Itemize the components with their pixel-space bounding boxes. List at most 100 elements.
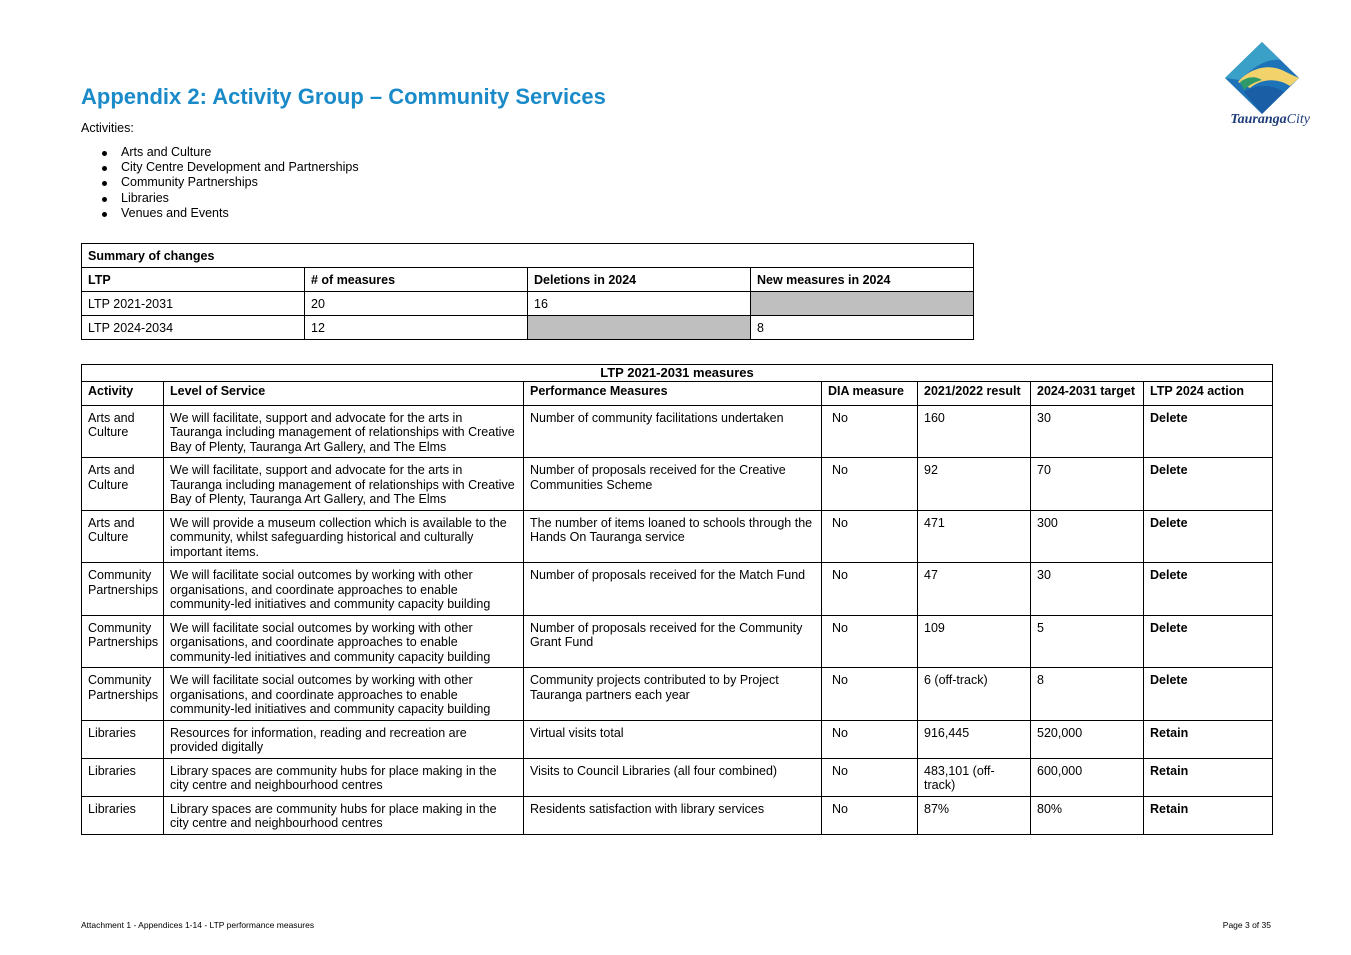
performance-measure-cell: Number of proposals received for the Mat… (523, 562, 822, 616)
column-header: Activity (81, 380, 164, 406)
column-header: Performance Measures (523, 380, 822, 406)
activity-cell: Community Partnerships (81, 562, 164, 616)
performance-measure-cell: Number of community facilitations undert… (523, 404, 822, 458)
list-item: Community Partnerships (100, 175, 359, 190)
action-cell: Delete (1143, 509, 1273, 563)
dia-measure-cell: No (821, 614, 918, 668)
result-cell: 109 (917, 614, 1031, 668)
summary-heading: Summary of changes (81, 243, 974, 268)
column-header: Deletions in 2024 (527, 267, 751, 292)
target-cell: 80% (1030, 795, 1144, 835)
column-header: 2024-2031 target (1030, 380, 1144, 406)
table-row: LTP 2021-2031 measures (81, 364, 1273, 382)
logo-wordmark: TaurangaCity (1230, 112, 1310, 127)
target-cell: 70 (1030, 457, 1144, 511)
action-cell: Delete (1143, 562, 1273, 616)
result-cell: 92 (917, 457, 1031, 511)
summary-table: Summary of changes LTP # of measures Del… (81, 243, 974, 340)
column-header: LTP 2024 action (1143, 380, 1273, 406)
dia-measure-cell: No (821, 795, 918, 835)
level-of-service-cell: We will facilitate social outcomes by wo… (163, 667, 524, 721)
result-cell: 483,101 (off-track) (917, 757, 1031, 797)
performance-measure-cell: Visits to Council Libraries (all four co… (523, 757, 822, 797)
action-cell: Retain (1143, 795, 1273, 835)
level-of-service-cell: We will facilitate social outcomes by wo… (163, 614, 524, 668)
measures-table: LTP 2021-2031 measures Activity Level of… (81, 364, 1273, 835)
result-cell: 471 (917, 509, 1031, 563)
dia-measure-cell: No (821, 457, 918, 511)
performance-measure-cell: Number of proposals received for the Cre… (523, 457, 822, 511)
level-of-service-cell: We will facilitate, support and advocate… (163, 457, 524, 511)
level-of-service-cell: Library spaces are community hubs for pl… (163, 795, 524, 835)
result-cell: 160 (917, 404, 1031, 458)
list-item: City Centre Development and Partnerships (100, 160, 359, 175)
activity-cell: Libraries (81, 795, 164, 835)
activity-cell: Arts and Culture (81, 404, 164, 458)
activity-cell: Libraries (81, 719, 164, 759)
action-cell: Delete (1143, 667, 1273, 721)
table-header-row: Activity Level of Service Performance Me… (81, 380, 1273, 406)
table-cell: 16 (527, 291, 751, 316)
page-title: Appendix 2: Activity Group – Community S… (81, 84, 606, 109)
performance-measure-cell: Community projects contributed to by Pro… (523, 667, 822, 721)
table-row: LTP 2024-2034 12 8 (81, 315, 974, 340)
target-cell: 520,000 (1030, 719, 1144, 759)
result-cell: 6 (off-track) (917, 667, 1031, 721)
level-of-service-cell: We will provide a museum collection whic… (163, 509, 524, 563)
action-cell: Delete (1143, 614, 1273, 668)
logo-diamond-icon (1225, 42, 1299, 114)
footer-attachment-label: Attachment 1 - Appendices 1-14 - LTP per… (81, 920, 315, 930)
shaded-cell (750, 291, 974, 316)
page-number: Page 3 of 35 (1222, 920, 1271, 930)
activity-cell: Community Partnerships (81, 667, 164, 721)
target-cell: 5 (1030, 614, 1144, 668)
result-cell: 87% (917, 795, 1031, 835)
activity-cell: Libraries (81, 757, 164, 797)
activities-label: Activities: (81, 121, 134, 135)
activity-list: Arts and Culture City Centre Development… (100, 145, 359, 221)
column-header: DIA measure (821, 380, 918, 406)
level-of-service-cell: Resources for information, reading and r… (163, 719, 524, 759)
measures-heading: LTP 2021-2031 measures (81, 364, 1273, 382)
target-cell: 300 (1030, 509, 1144, 563)
table-cell: LTP 2024-2034 (81, 315, 305, 340)
dia-measure-cell: No (821, 562, 918, 616)
activity-cell: Arts and Culture (81, 457, 164, 511)
activity-cell: Community Partnerships (81, 614, 164, 668)
target-cell: 8 (1030, 667, 1144, 721)
dia-measure-cell: No (821, 667, 918, 721)
result-cell: 916,445 (917, 719, 1031, 759)
target-cell: 30 (1030, 562, 1144, 616)
target-cell: 600,000 (1030, 757, 1144, 797)
performance-measure-cell: Number of proposals received for the Com… (523, 614, 822, 668)
shaded-cell (527, 315, 751, 340)
level-of-service-cell: We will facilitate social outcomes by wo… (163, 562, 524, 616)
column-header: Level of Service (163, 380, 524, 406)
table-cell: 12 (304, 315, 528, 340)
list-item: Libraries (100, 191, 359, 206)
list-item: Arts and Culture (100, 145, 359, 160)
level-of-service-cell: We will facilitate, support and advocate… (163, 404, 524, 458)
action-cell: Delete (1143, 404, 1273, 458)
table-row: Summary of changes (81, 243, 974, 268)
table-row: LTP 2021-2031 20 16 (81, 291, 974, 316)
dia-measure-cell: No (821, 719, 918, 759)
result-cell: 47 (917, 562, 1031, 616)
column-header: New measures in 2024 (750, 267, 974, 292)
performance-measure-cell: Residents satisfaction with library serv… (523, 795, 822, 835)
table-cell: 20 (304, 291, 528, 316)
level-of-service-cell: Library spaces are community hubs for pl… (163, 757, 524, 797)
activity-cell: Arts and Culture (81, 509, 164, 563)
action-cell: Retain (1143, 757, 1273, 797)
table-cell: 8 (750, 315, 974, 340)
action-cell: Delete (1143, 457, 1273, 511)
column-header: 2021/2022 result (917, 380, 1031, 406)
table-header-row: LTP # of measures Deletions in 2024 New … (81, 267, 974, 292)
dia-measure-cell: No (821, 404, 918, 458)
